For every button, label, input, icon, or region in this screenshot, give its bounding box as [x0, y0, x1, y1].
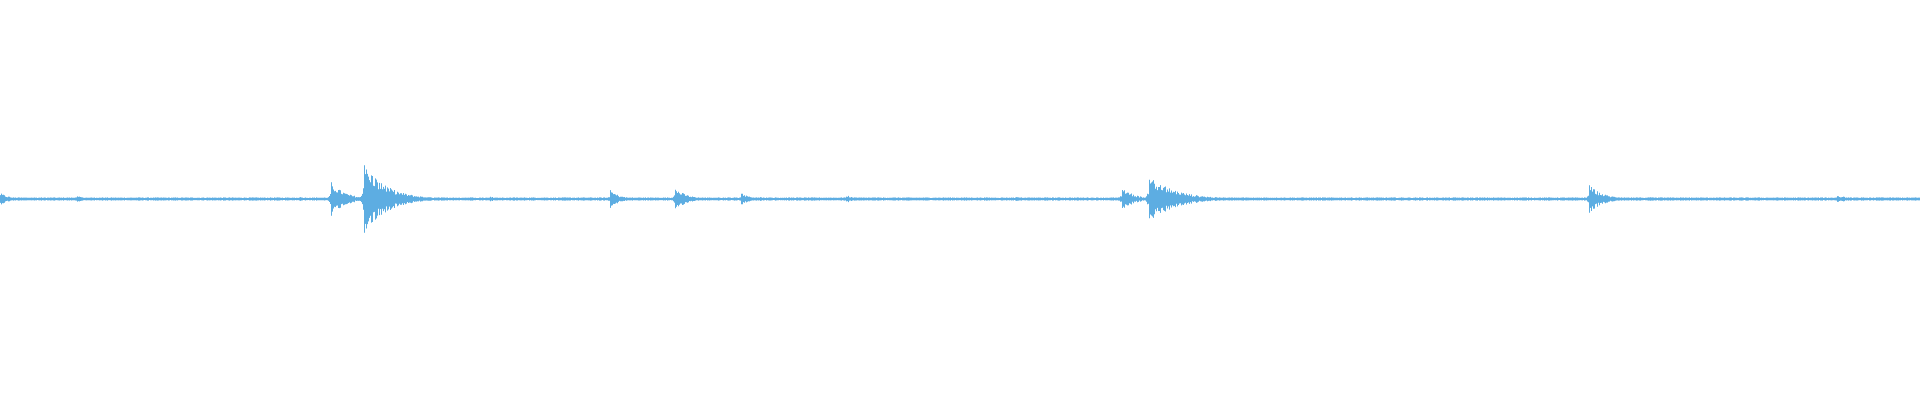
waveform-path: [0, 165, 1920, 233]
